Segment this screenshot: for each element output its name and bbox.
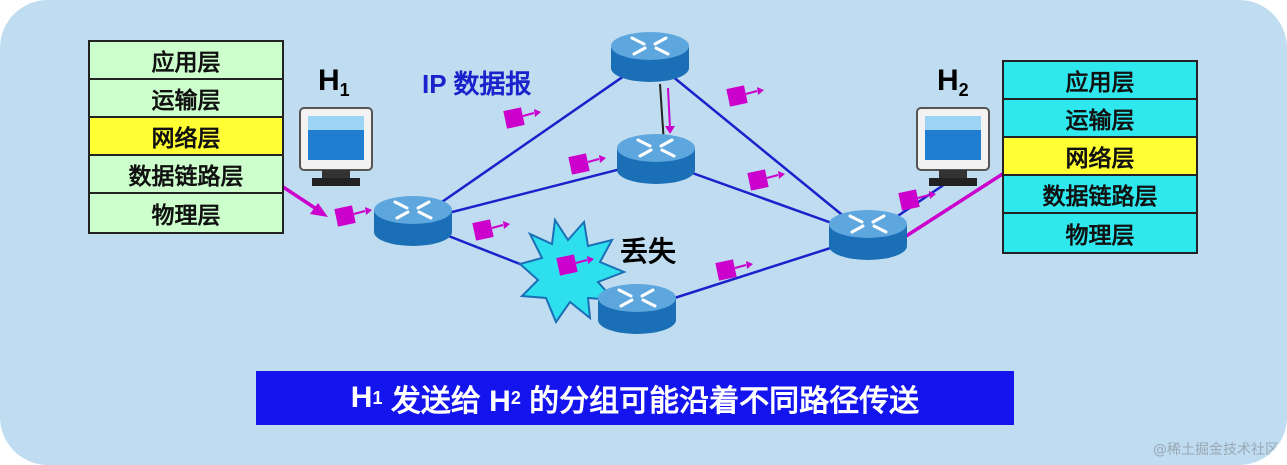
host-h2-label: H2: [937, 64, 969, 101]
layer-transport: 运输层: [1004, 100, 1196, 138]
layer-data-link: 数据链路层: [1004, 176, 1196, 214]
layer-application: 应用层: [1004, 62, 1196, 100]
layer-physical: 物理层: [90, 194, 282, 232]
caption-subscript: 2: [510, 387, 521, 408]
lost-label: 丢失: [620, 236, 677, 267]
router-icon: [609, 30, 691, 84]
caption-subscript: 1: [372, 387, 383, 408]
packet-icon: [471, 218, 511, 242]
router-icon: [596, 282, 678, 336]
packet-icon: [897, 188, 937, 212]
host-subscript: 2: [958, 80, 969, 100]
host-letter: H: [318, 64, 340, 97]
packet-icon: [333, 204, 373, 228]
packet-icon: [714, 258, 754, 282]
computer-icon: [916, 107, 990, 187]
router-icon: [372, 194, 454, 248]
packet-icon: [502, 106, 542, 130]
packet-icon: [567, 152, 607, 176]
layer-transport: 运输层: [90, 80, 282, 118]
layer-data-link: 数据链路层: [90, 156, 282, 194]
router-icon: [827, 208, 909, 262]
host-h1-label: H1: [318, 64, 350, 101]
layer-network: 网络层: [1004, 138, 1196, 176]
h1-protocol-stack: 应用层 运输层 网络层 数据链路层 物理层: [88, 40, 284, 234]
router-icon: [615, 132, 697, 186]
h2-protocol-stack: 应用层 运输层 网络层 数据链路层 物理层: [1002, 60, 1198, 254]
packet-icon: [725, 84, 765, 108]
caption-text: H: [350, 381, 373, 414]
ip-datagram-label: IP 数据报: [422, 69, 532, 99]
packet-icon: [746, 168, 786, 192]
host-subscript: 1: [339, 80, 350, 100]
caption-text: 的分组可能沿着不同路径传送: [520, 385, 920, 418]
layer-application: 应用层: [90, 42, 282, 80]
layer-physical: 物理层: [1004, 214, 1196, 252]
host-letter: H: [937, 64, 959, 97]
computer-icon: [299, 107, 373, 187]
layer-network: 网络层: [90, 118, 282, 156]
watermark: @稀土掘金技术社区: [1153, 442, 1279, 458]
caption-text: 发送给 H: [382, 385, 511, 418]
